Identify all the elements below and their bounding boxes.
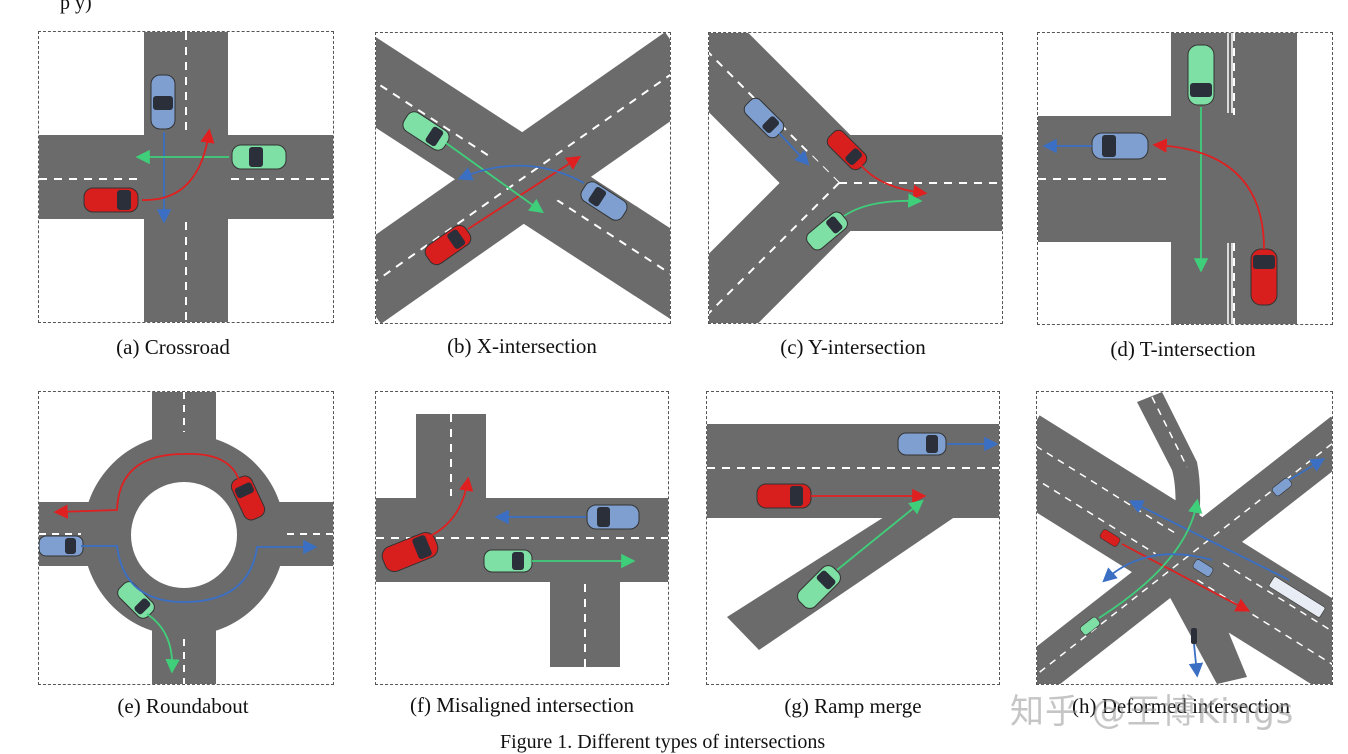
- ramp-merge-diagram: [707, 424, 999, 650]
- panel-x-intersection: [375, 32, 671, 324]
- t-intersection-diagram: [1038, 33, 1297, 324]
- caption-g: (g) Ramp merge: [784, 694, 922, 718]
- figure-caption: Figure 1. Different types of intersectio…: [500, 731, 826, 753]
- car-red: [381, 531, 439, 573]
- car-red: [756, 483, 812, 509]
- panel-roundabout: [38, 391, 334, 685]
- caption-d: (d) T-intersection: [1110, 337, 1256, 361]
- caption-h: (h) Deformed intersection: [1071, 694, 1291, 718]
- deformed-intersection-diagram: [1037, 392, 1332, 684]
- panel-deformed-intersection: [1036, 391, 1333, 685]
- car-blue-2: [1192, 559, 1214, 577]
- y-intersection-diagram: [709, 33, 1002, 323]
- cyclist: [1191, 628, 1197, 644]
- caption-b: (b) X-intersection: [447, 334, 597, 358]
- car-green: [806, 211, 848, 251]
- caption-c: (c) Y-intersection: [780, 335, 926, 359]
- car-blue: [586, 504, 640, 530]
- panel-t-intersection: [1037, 32, 1333, 325]
- panel-misaligned-intersection: [375, 391, 669, 685]
- car-green: [483, 549, 533, 573]
- panel-crossroad: [38, 31, 334, 323]
- truck: [1268, 576, 1326, 618]
- car-red: [1099, 529, 1121, 547]
- caption-f: (f) Misaligned intersection: [410, 693, 634, 717]
- car-green: [797, 565, 841, 609]
- caption-e: (e) Roundabout: [117, 694, 249, 718]
- car-green: [1079, 616, 1101, 636]
- car-red: [83, 187, 139, 213]
- caption-a: (a) Crossroad: [116, 335, 230, 359]
- car-green: [1187, 44, 1215, 106]
- panel-ramp-merge: [706, 391, 1000, 685]
- car-blue: [150, 74, 176, 130]
- car-red: [424, 224, 472, 266]
- x-intersection-diagram: [376, 33, 670, 323]
- panel-y-intersection: [708, 32, 1003, 324]
- crossroad-diagram: [39, 32, 333, 322]
- car-green: [231, 144, 287, 170]
- arrow-red: [141, 128, 215, 201]
- top-fragment-text: p y): [60, 0, 92, 14]
- roundabout-diagram: [39, 392, 333, 684]
- car-blue-1: [1271, 477, 1293, 497]
- car-blue: [1091, 132, 1149, 160]
- car-blue: [897, 432, 947, 456]
- car-blue: [39, 535, 84, 557]
- misaligned-intersection-diagram: [376, 414, 668, 667]
- watermark: 知乎 @王博Kings: [1010, 692, 1295, 732]
- car-red: [826, 129, 868, 171]
- car-blue: [580, 181, 628, 221]
- road-horizontal: [39, 135, 333, 219]
- car-red: [1250, 248, 1278, 306]
